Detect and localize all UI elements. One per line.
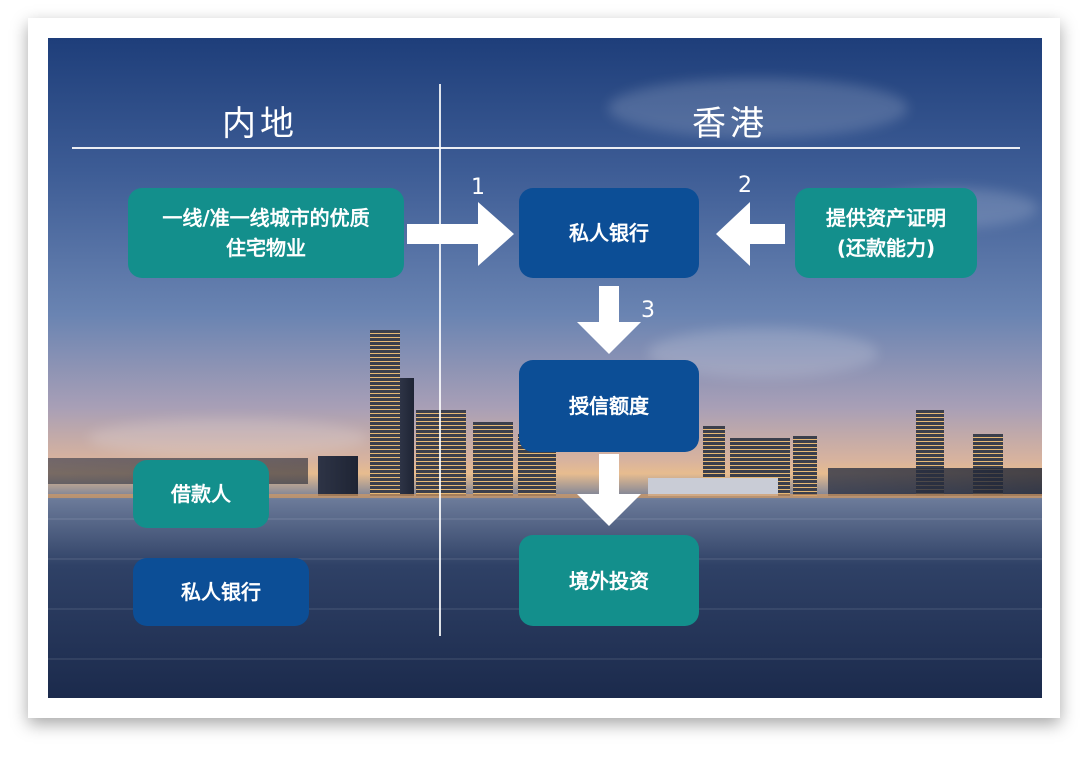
overseas-investment-node: 境外投资 <box>519 535 699 626</box>
arrow-left-icon <box>716 202 785 266</box>
step-number-1: 1 <box>471 175 485 200</box>
step-number-3: 3 <box>641 298 655 323</box>
asset-proof-node: 提供资产证明 (还款能力) <box>795 188 977 278</box>
private-bank-legend: 私人银行 <box>133 558 309 626</box>
credit-line-node: 授信额度 <box>519 360 699 452</box>
mainland-header: 内地 <box>222 104 298 144</box>
arrow-right-icon <box>407 202 514 266</box>
property-node: 一线/准一线城市的优质 住宅物业 <box>128 188 404 278</box>
header-divider-line <box>72 147 1020 149</box>
private-bank-hk-node: 私人银行 <box>519 188 699 278</box>
step-number-2: 2 <box>738 173 752 198</box>
hong-kong-header: 香港 <box>692 104 768 144</box>
arrow-down-icon <box>577 454 641 526</box>
region-divider-line <box>439 84 441 636</box>
borrower-legend: 借款人 <box>133 460 269 528</box>
arrow-down-icon <box>577 286 641 354</box>
